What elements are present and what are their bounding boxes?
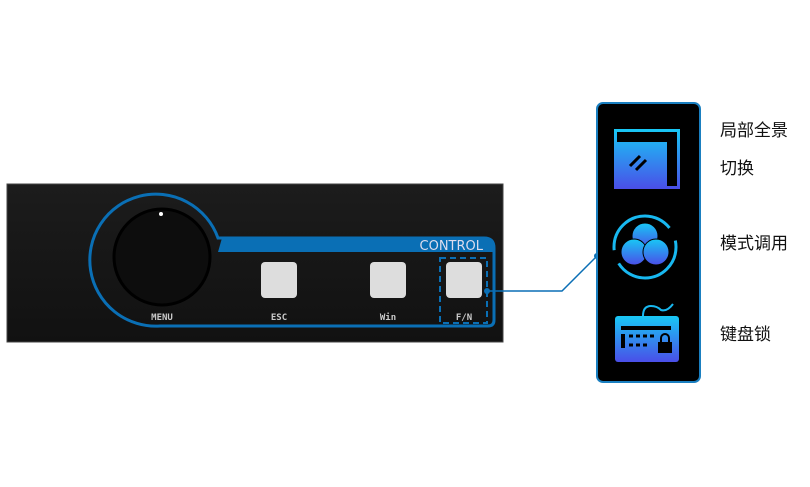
connector-line — [487, 255, 598, 292]
win-label: Win — [380, 312, 396, 323]
esc-button[interactable] — [261, 262, 297, 298]
window-switch-icon — [614, 129, 680, 189]
fn-label: F/N — [456, 313, 472, 323]
control-section-title: CONTROL — [420, 239, 484, 254]
function-card — [596, 102, 701, 383]
fn-highlight-box — [439, 257, 488, 324]
menu-label: MENU — [151, 313, 173, 323]
menu-knob[interactable] — [112, 207, 212, 307]
knob-indicator-dot — [159, 212, 163, 216]
fn-button[interactable] — [446, 262, 482, 298]
mode-recall-icon — [612, 214, 678, 280]
front-panel: CONTROL MENU ESC Win F/N — [6, 183, 504, 343]
keyboard-lock-icon — [615, 303, 679, 362]
esc-label: ESC — [271, 313, 287, 323]
function-label-keyboard-lock: 键盘锁 — [720, 325, 771, 345]
win-button[interactable] — [370, 262, 406, 298]
function-label-window-switch-1: 局部全景 — [720, 121, 788, 141]
function-label-window-switch-2: 切换 — [720, 159, 754, 179]
function-label-mode-recall: 模式调用 — [720, 234, 788, 254]
